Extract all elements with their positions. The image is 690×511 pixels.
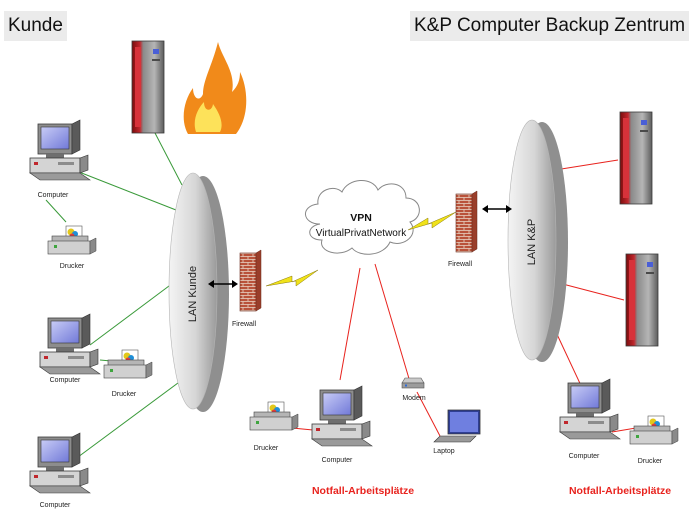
double-arrow-icon [482,205,512,213]
computer-label: Computer [569,453,600,460]
printer-label: Drucker [112,391,137,398]
computer-icon [29,119,91,181]
lan-kp-label: LAN K&P [526,219,538,265]
vpn-title: VPN [350,212,372,224]
computer-label: Computer [38,192,69,199]
lan-customer: LAN Kunde [168,172,229,412]
lightning-icon [265,269,319,287]
emergency-workstations-label: Notfall-Arbeitsplätze [312,485,414,497]
firewall-label: Firewall [232,321,257,328]
server-icon [625,253,659,347]
printer-icon [629,415,679,445]
cloud-icon [305,180,420,255]
firewall-icon [239,249,262,312]
fire-icon [183,42,247,134]
printer-label: Drucker [638,458,663,465]
printer-icon [47,225,97,255]
server-icon [131,40,165,134]
modem-label: Modem [402,395,426,402]
laptop-icon [433,409,481,443]
backup-center-header: K&P Computer Backup Zentrum [410,11,690,41]
server-icon [619,111,653,205]
computer-icon [311,385,373,447]
customer-header: Kunde [4,11,67,41]
printer-label: Drucker [60,263,85,270]
emergency-workstations-label: Notfall-Arbeitsplätze [569,485,671,497]
lan-kp: LAN K&P [507,119,568,362]
printer-icon [103,349,153,379]
firewall-label: Firewall [448,261,473,268]
lan-customer-label: LAN Kunde [187,266,199,322]
computer-label: Computer [50,377,81,384]
printer-icon [249,401,299,431]
laptop-label: Laptop [433,448,455,455]
computer-icon [559,378,621,440]
computer-icon [29,432,91,494]
printer-label: Drucker [254,445,279,452]
vpn-subtitle: VirtualPrivatNetwork [316,228,407,239]
kp-links [291,159,637,437]
customer-links [45,132,183,461]
firewall-icon [455,190,478,253]
computer-label: Computer [40,502,71,509]
modem-icon [401,377,425,389]
computer-label: Computer [322,457,353,464]
double-arrow-icon [208,280,238,288]
